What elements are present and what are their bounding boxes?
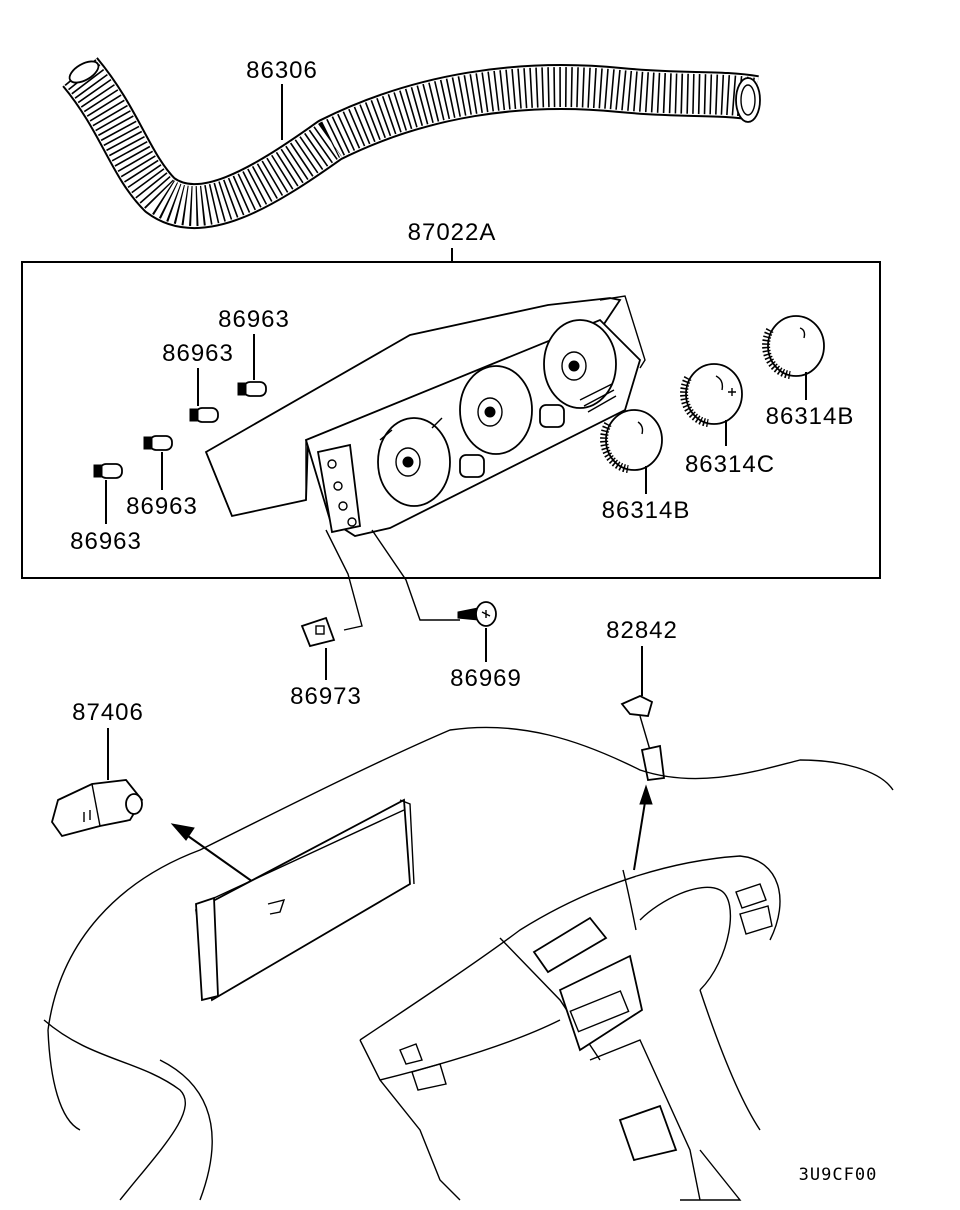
label-86969: 86969 — [450, 665, 522, 692]
car-dashboard-outline — [43, 726, 894, 1201]
clip-icon — [300, 616, 336, 648]
bulb-icon — [189, 407, 219, 423]
label-86314C: 86314C — [685, 451, 775, 478]
bulb-icon — [93, 463, 123, 479]
label-87022A: 87022A — [408, 219, 497, 246]
duct-hose — [62, 57, 761, 230]
label-86314B-upper: 86314B — [766, 403, 855, 430]
knob-icon — [600, 409, 663, 473]
label-86314B-lower: 86314B — [602, 497, 691, 524]
screw-icon — [457, 601, 497, 627]
knob-icon — [762, 315, 825, 379]
label-86973: 86973 — [290, 683, 362, 710]
arrow-up-icon — [639, 784, 653, 805]
arrow-sensor-shaft — [633, 795, 647, 871]
sensor-module-icon — [51, 779, 144, 838]
arrow-left-icon — [170, 823, 195, 841]
assembly-frame — [21, 261, 881, 579]
sensor-icon — [620, 695, 666, 781]
label-86963-1: 86963 — [218, 306, 290, 333]
label-86963-2: 86963 — [162, 340, 234, 367]
leader-clip-path — [325, 529, 363, 631]
label-86963-4: 86963 — [70, 528, 142, 555]
bulb-icon — [143, 435, 173, 451]
sensor-wire — [622, 869, 637, 931]
label-86963-3: 86963 — [126, 493, 198, 520]
knob-icon — [680, 363, 743, 427]
label-82842: 82842 — [606, 617, 678, 644]
diagram-code: 3U9CF00 — [799, 1165, 878, 1185]
heater-control-panel — [204, 295, 646, 537]
bulb-icon — [237, 381, 267, 397]
leader-screw-path — [371, 529, 460, 621]
label-87406: 87406 — [72, 699, 144, 726]
label-86306: 86306 — [246, 57, 318, 84]
